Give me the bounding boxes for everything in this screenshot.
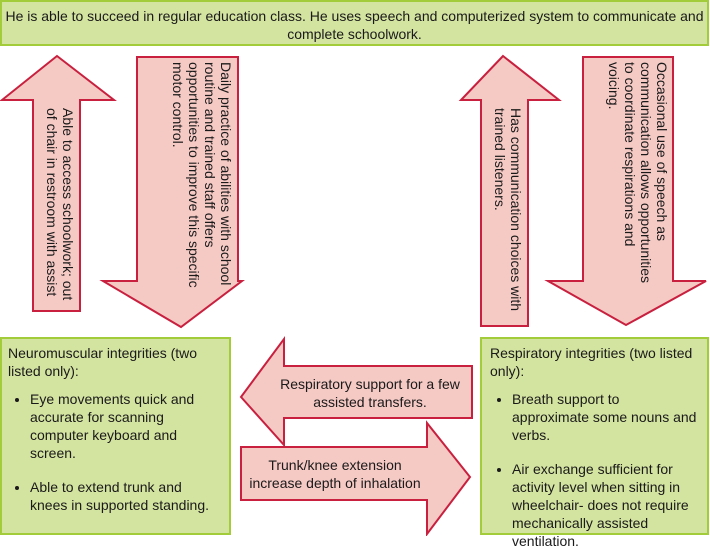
outcome-text: He is able to succeed in regular educati… — [5, 8, 704, 42]
left-down-arrow — [99, 56, 245, 329]
right-down-arrow — [544, 56, 707, 327]
left-arrow-text: Respiratory support for a few assisted t… — [280, 376, 460, 410]
list-item: Air exchange sufficient for activity lev… — [512, 460, 699, 550]
list-item: Able to extend trunk and knees in suppor… — [30, 478, 223, 514]
respiratory-list: Breath support to approximate some nouns… — [490, 390, 699, 550]
arrows-layer — [0, 54, 707, 536]
respiratory-title: Respiratory integrities (two listed only… — [490, 345, 693, 379]
neuromuscular-list: Eye movements quick and accurate for sca… — [8, 390, 223, 514]
right-down-arrow-text: Occasional use of speech as communicatio… — [606, 62, 670, 283]
list-item: Breath support to approximate some nouns… — [512, 390, 699, 444]
right-arrow-text: Trunk/knee extension increase depth of i… — [249, 457, 421, 491]
neuromuscular-integrities-box: Neuromuscular integrities (two listed on… — [0, 337, 231, 535]
list-item: Eye movements quick and accurate for sca… — [30, 390, 223, 462]
right-up-arrow — [458, 54, 562, 327]
left-pointing-arrow — [239, 335, 473, 448]
left-up-arrow-text: Able to access schoolwork; out of chair … — [44, 108, 76, 301]
right-up-arrow-text: Has communication choices with trained l… — [492, 108, 524, 312]
right-pointing-arrow — [240, 420, 472, 536]
neuromuscular-title: Neuromuscular integrities (two listed on… — [8, 345, 198, 379]
left-up-arrow — [0, 54, 117, 312]
respiratory-integrities-box: Respiratory integrities (two listed only… — [480, 337, 709, 549]
left-down-arrow-text: Daily practice of abilities with school … — [170, 62, 234, 288]
outcome-box: He is able to succeed in regular educati… — [0, 0, 709, 46]
